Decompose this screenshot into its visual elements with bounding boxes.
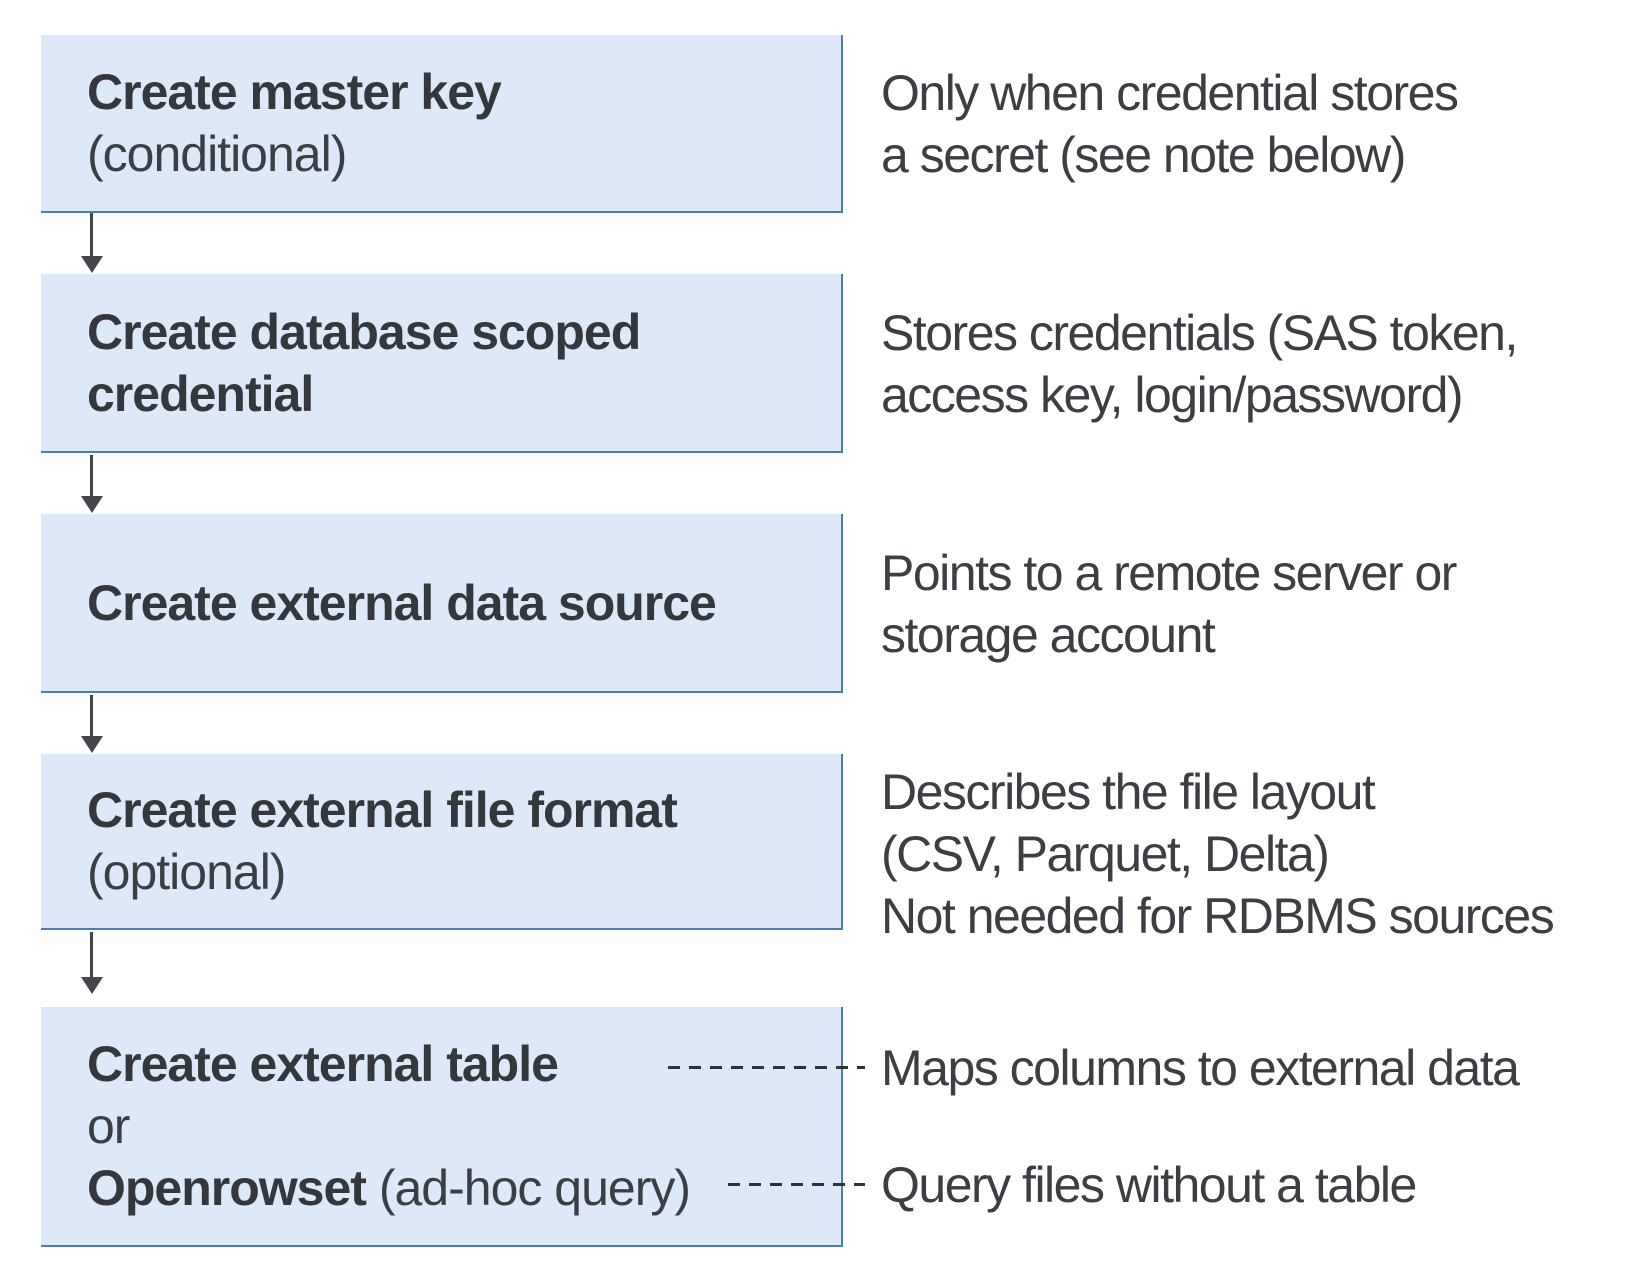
arrow-head (81, 736, 103, 753)
note-line: Maps columns to external data (881, 1040, 1520, 1096)
step-title: Create database scoped credential (87, 303, 641, 422)
arrow-stem (90, 695, 93, 738)
note-line: Points to a remote server or (881, 544, 1457, 601)
note-external-file-format: Describes the file layout (CSV, Parquet,… (881, 754, 1555, 954)
step-title: Create external table (87, 1036, 559, 1092)
note-line: Query files without a table (881, 1157, 1417, 1213)
note-line: storage account (881, 606, 1216, 663)
note-line: a secret (see note below) (881, 127, 1406, 183)
note-external-data-source: Points to a remote server or storage acc… (881, 514, 1457, 693)
flow-arrow-down-icon (81, 695, 103, 753)
step-qualifier: (conditional) (87, 126, 347, 182)
note-line: Not needed for RDBMS sources (881, 888, 1555, 944)
note-line: (CSV, Parquet, Delta) (881, 826, 1330, 882)
note-openrowset: Query files without a table (881, 1154, 1417, 1216)
step-alt-qualifier: (ad-hoc query) (365, 1160, 691, 1216)
arrow-head (81, 256, 103, 273)
step-box-external-table: Create external table or Openrowset (ad-… (41, 1007, 843, 1247)
step-title: Create external data source (87, 574, 717, 631)
note-line: Stores credentials (SAS token, (881, 304, 1518, 361)
note-external-table: Maps columns to external data (881, 1037, 1520, 1099)
step-box-master-key: Create master key (conditional) (41, 35, 843, 213)
step-qualifier: (optional) (87, 844, 286, 900)
step-alt-title: Openrowset (87, 1160, 367, 1216)
note-scoped-credential: Stores credentials (SAS token, access ke… (881, 274, 1518, 453)
flow-arrow-down-icon (81, 932, 103, 994)
arrow-stem (90, 213, 93, 258)
arrow-head (81, 496, 103, 513)
note-master-key: Only when credential stores a secret (se… (881, 35, 1459, 213)
arrow-head (81, 977, 103, 994)
step-conjunction: or (87, 1098, 130, 1154)
note-line: access key, login/password) (881, 366, 1464, 423)
flow-arrow-down-icon (81, 455, 103, 513)
dashed-connector-openrowset (728, 1183, 865, 1186)
arrow-stem (90, 455, 93, 498)
step-box-external-file-format: Create external file format (optional) (41, 754, 843, 930)
step-title: Create master key (87, 64, 502, 120)
dashed-connector-external-table (668, 1066, 865, 1069)
step-title: Create external file format (87, 782, 678, 838)
step-box-scoped-credential: Create database scoped credential (41, 274, 843, 453)
flow-arrow-down-icon (81, 213, 103, 273)
arrow-stem (90, 932, 93, 979)
step-box-external-data-source: Create external data source (41, 514, 843, 693)
note-line: Only when credential stores (881, 65, 1459, 121)
note-line: Describes the file layout (881, 764, 1376, 820)
